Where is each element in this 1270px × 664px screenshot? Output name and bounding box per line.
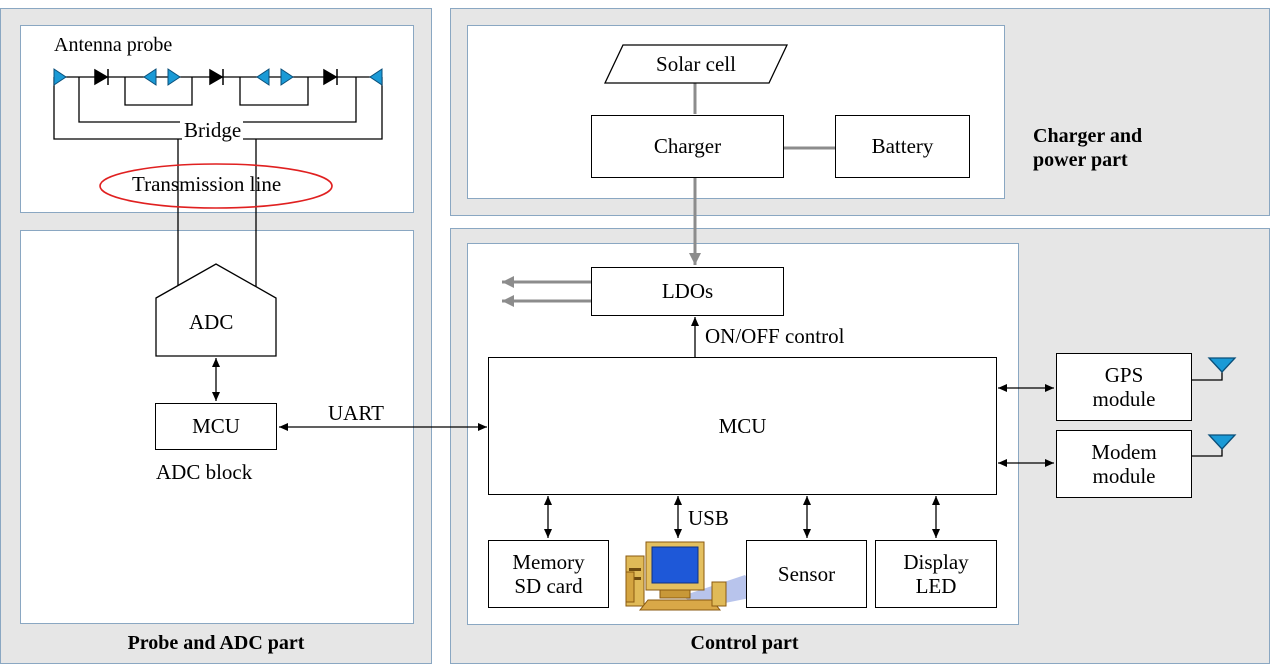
control-part-title: Control part: [690, 632, 799, 654]
modem-module-box: Modem module: [1056, 430, 1192, 498]
solar-cell-shape: [604, 44, 788, 84]
ldos-box: LDOs: [591, 267, 784, 316]
battery-box: Battery: [835, 115, 970, 178]
memory-sd-card-box: Memory SD card: [488, 540, 609, 608]
transmission-line-highlight: [99, 163, 333, 209]
onoff-control-label: ON/OFF control: [705, 324, 845, 348]
antenna-elements: [53, 68, 383, 86]
adc-mcu-box: MCU: [155, 403, 277, 450]
sensor-box: Sensor: [746, 540, 867, 608]
gps-module-box: GPS module: [1056, 353, 1192, 421]
modem-antenna-icon: [1192, 434, 1237, 457]
diode-elements: [94, 68, 338, 86]
usb-label: USB: [688, 506, 729, 530]
adc-block-label: ADC block: [156, 460, 253, 484]
adc-shape: [155, 263, 277, 357]
uart-label: UART: [328, 401, 384, 425]
computer-icon: [625, 541, 760, 611]
charger-box: Charger: [591, 115, 784, 178]
solar-cell-label: Solar cell: [656, 52, 736, 76]
control-mcu-box: MCU: [488, 357, 997, 495]
bridge-label: Bridge: [182, 118, 244, 143]
probe-adc-title: Probe and ADC part: [127, 632, 305, 654]
charger-power-title: Charger and power part: [1033, 125, 1143, 171]
antenna-probe-label: Antenna probe: [54, 34, 173, 56]
transmission-line-label: Transmission line: [132, 172, 282, 196]
display-led-box: Display LED: [875, 540, 997, 608]
adc-label: ADC: [189, 310, 234, 334]
gps-antenna-icon: [1192, 357, 1237, 381]
